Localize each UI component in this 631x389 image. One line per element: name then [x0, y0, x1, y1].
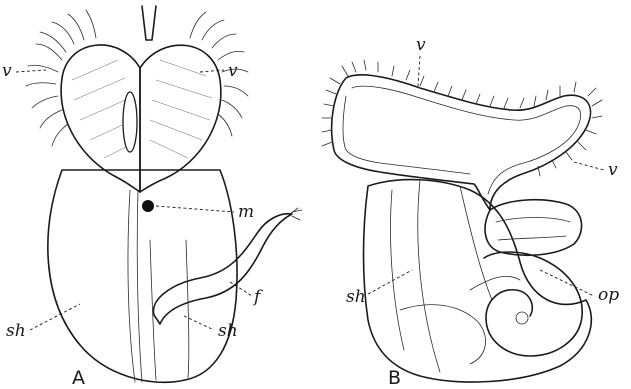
- cilia-b: [322, 60, 602, 176]
- stalk-a: [142, 6, 156, 40]
- label-sh-left-a: sh: [6, 321, 26, 341]
- foot-b: [485, 200, 582, 256]
- label-v-top-b: v: [416, 35, 426, 55]
- panel-b-letter: B: [388, 367, 401, 389]
- label-v-right-b: v: [608, 160, 618, 180]
- velar-opening-a: [123, 92, 137, 152]
- panel-a-letter: A: [72, 367, 85, 389]
- label-m-a: m: [238, 202, 254, 222]
- shell-b: [364, 180, 592, 382]
- label-op-b: op: [598, 285, 619, 305]
- label-v-right-a: v: [228, 61, 238, 81]
- foot-a: [153, 214, 292, 324]
- label-sh-right-a: sh: [218, 321, 238, 341]
- panel-a: A v v m f sh sh: [2, 6, 302, 389]
- mouth-a: [142, 200, 154, 212]
- label-v-left-a: v: [2, 61, 12, 81]
- label-sh-b: sh: [346, 287, 366, 307]
- panel-b: B v v sh op: [322, 35, 619, 389]
- label-f-a: f: [252, 287, 263, 307]
